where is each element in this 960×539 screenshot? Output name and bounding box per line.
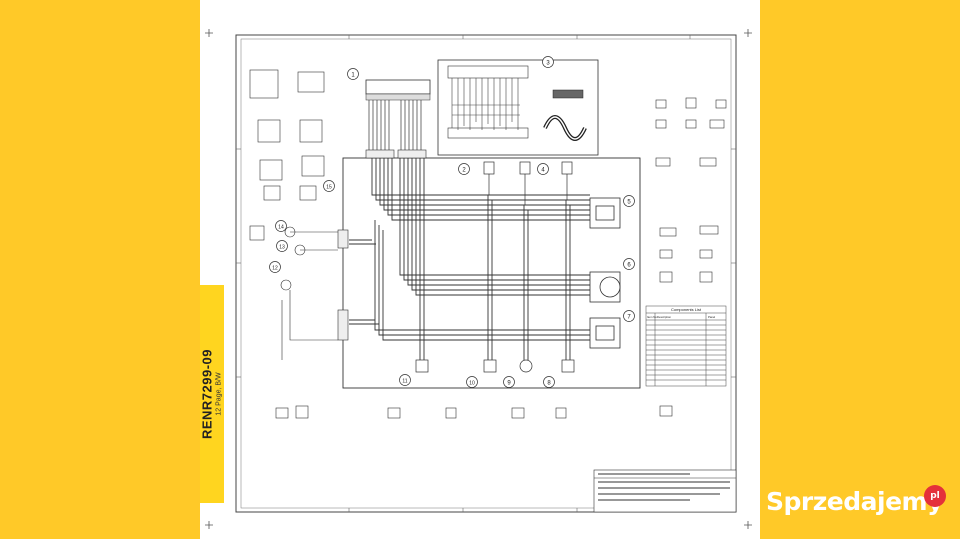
right-connectors <box>655 97 727 283</box>
svg-text:8: 8 <box>547 381 551 387</box>
callout-7: 7 <box>623 310 635 322</box>
bottom-row-parts <box>275 405 673 419</box>
document-pages-label: 12 Page, B/W <box>215 372 223 416</box>
right-actuators <box>589 197 621 349</box>
callout-14: 14 <box>275 220 287 232</box>
svg-text:11: 11 <box>402 379 407 385</box>
component-table-header-description: Description <box>657 315 671 319</box>
document-tab <box>200 285 224 503</box>
svg-text:9: 9 <box>507 381 511 387</box>
main-connector-block <box>365 79 431 159</box>
document-code: RENR7299-09 <box>199 348 215 440</box>
svg-text:7: 7 <box>627 315 631 321</box>
svg-text:1: 1 <box>351 73 355 79</box>
svg-text:4: 4 <box>541 168 545 174</box>
callout-6: 6 <box>623 258 635 270</box>
watermark-suffix: pl <box>924 485 946 507</box>
svg-text:12: 12 <box>272 266 278 272</box>
callout-9: 9 <box>503 376 515 388</box>
watermark-brand: Sprzedajemy <box>766 487 943 516</box>
svg-text:5: 5 <box>627 200 631 206</box>
callout-4: 4 <box>537 163 549 175</box>
callout-8: 8 <box>543 376 555 388</box>
callout-10: 10 <box>466 376 478 388</box>
svg-text:6: 6 <box>627 263 631 269</box>
callout-15: 15 <box>323 180 335 192</box>
drawing-border-inner <box>240 38 732 509</box>
left-components <box>249 69 349 360</box>
callout-3: 3 <box>542 56 554 68</box>
title-block <box>593 469 737 513</box>
svg-text:13: 13 <box>279 245 285 251</box>
callout-12: 12 <box>269 261 281 273</box>
drawing-border <box>235 34 737 513</box>
corner-marks <box>205 29 752 529</box>
bottom-sensors <box>415 359 575 373</box>
schematic-sheet <box>200 0 760 539</box>
callout-13: 13 <box>276 240 288 252</box>
document-tab-text: RENR7299-09 12 Page, B/W <box>199 348 224 440</box>
component-table <box>645 305 727 387</box>
top-sensors <box>483 161 573 205</box>
svg-text:3: 3 <box>546 61 550 67</box>
svg-text:2: 2 <box>462 168 466 174</box>
component-table-header-panel: Panel <box>708 315 716 319</box>
callout-2: 2 <box>458 163 470 175</box>
callout-5: 5 <box>623 195 635 207</box>
component-table-header-item: Item No. <box>647 315 658 319</box>
callout-1: 1 <box>347 68 359 80</box>
harness-wires <box>349 158 590 360</box>
callout-11: 11 <box>399 374 411 386</box>
main-harness-box <box>342 157 641 389</box>
svg-text:15: 15 <box>326 185 332 191</box>
inset-detail <box>437 59 599 156</box>
svg-text:14: 14 <box>278 225 284 231</box>
component-table-title: Components List <box>671 307 702 312</box>
watermark-logo: Sprzedajemy pl <box>766 485 956 523</box>
svg-text:10: 10 <box>469 381 475 387</box>
